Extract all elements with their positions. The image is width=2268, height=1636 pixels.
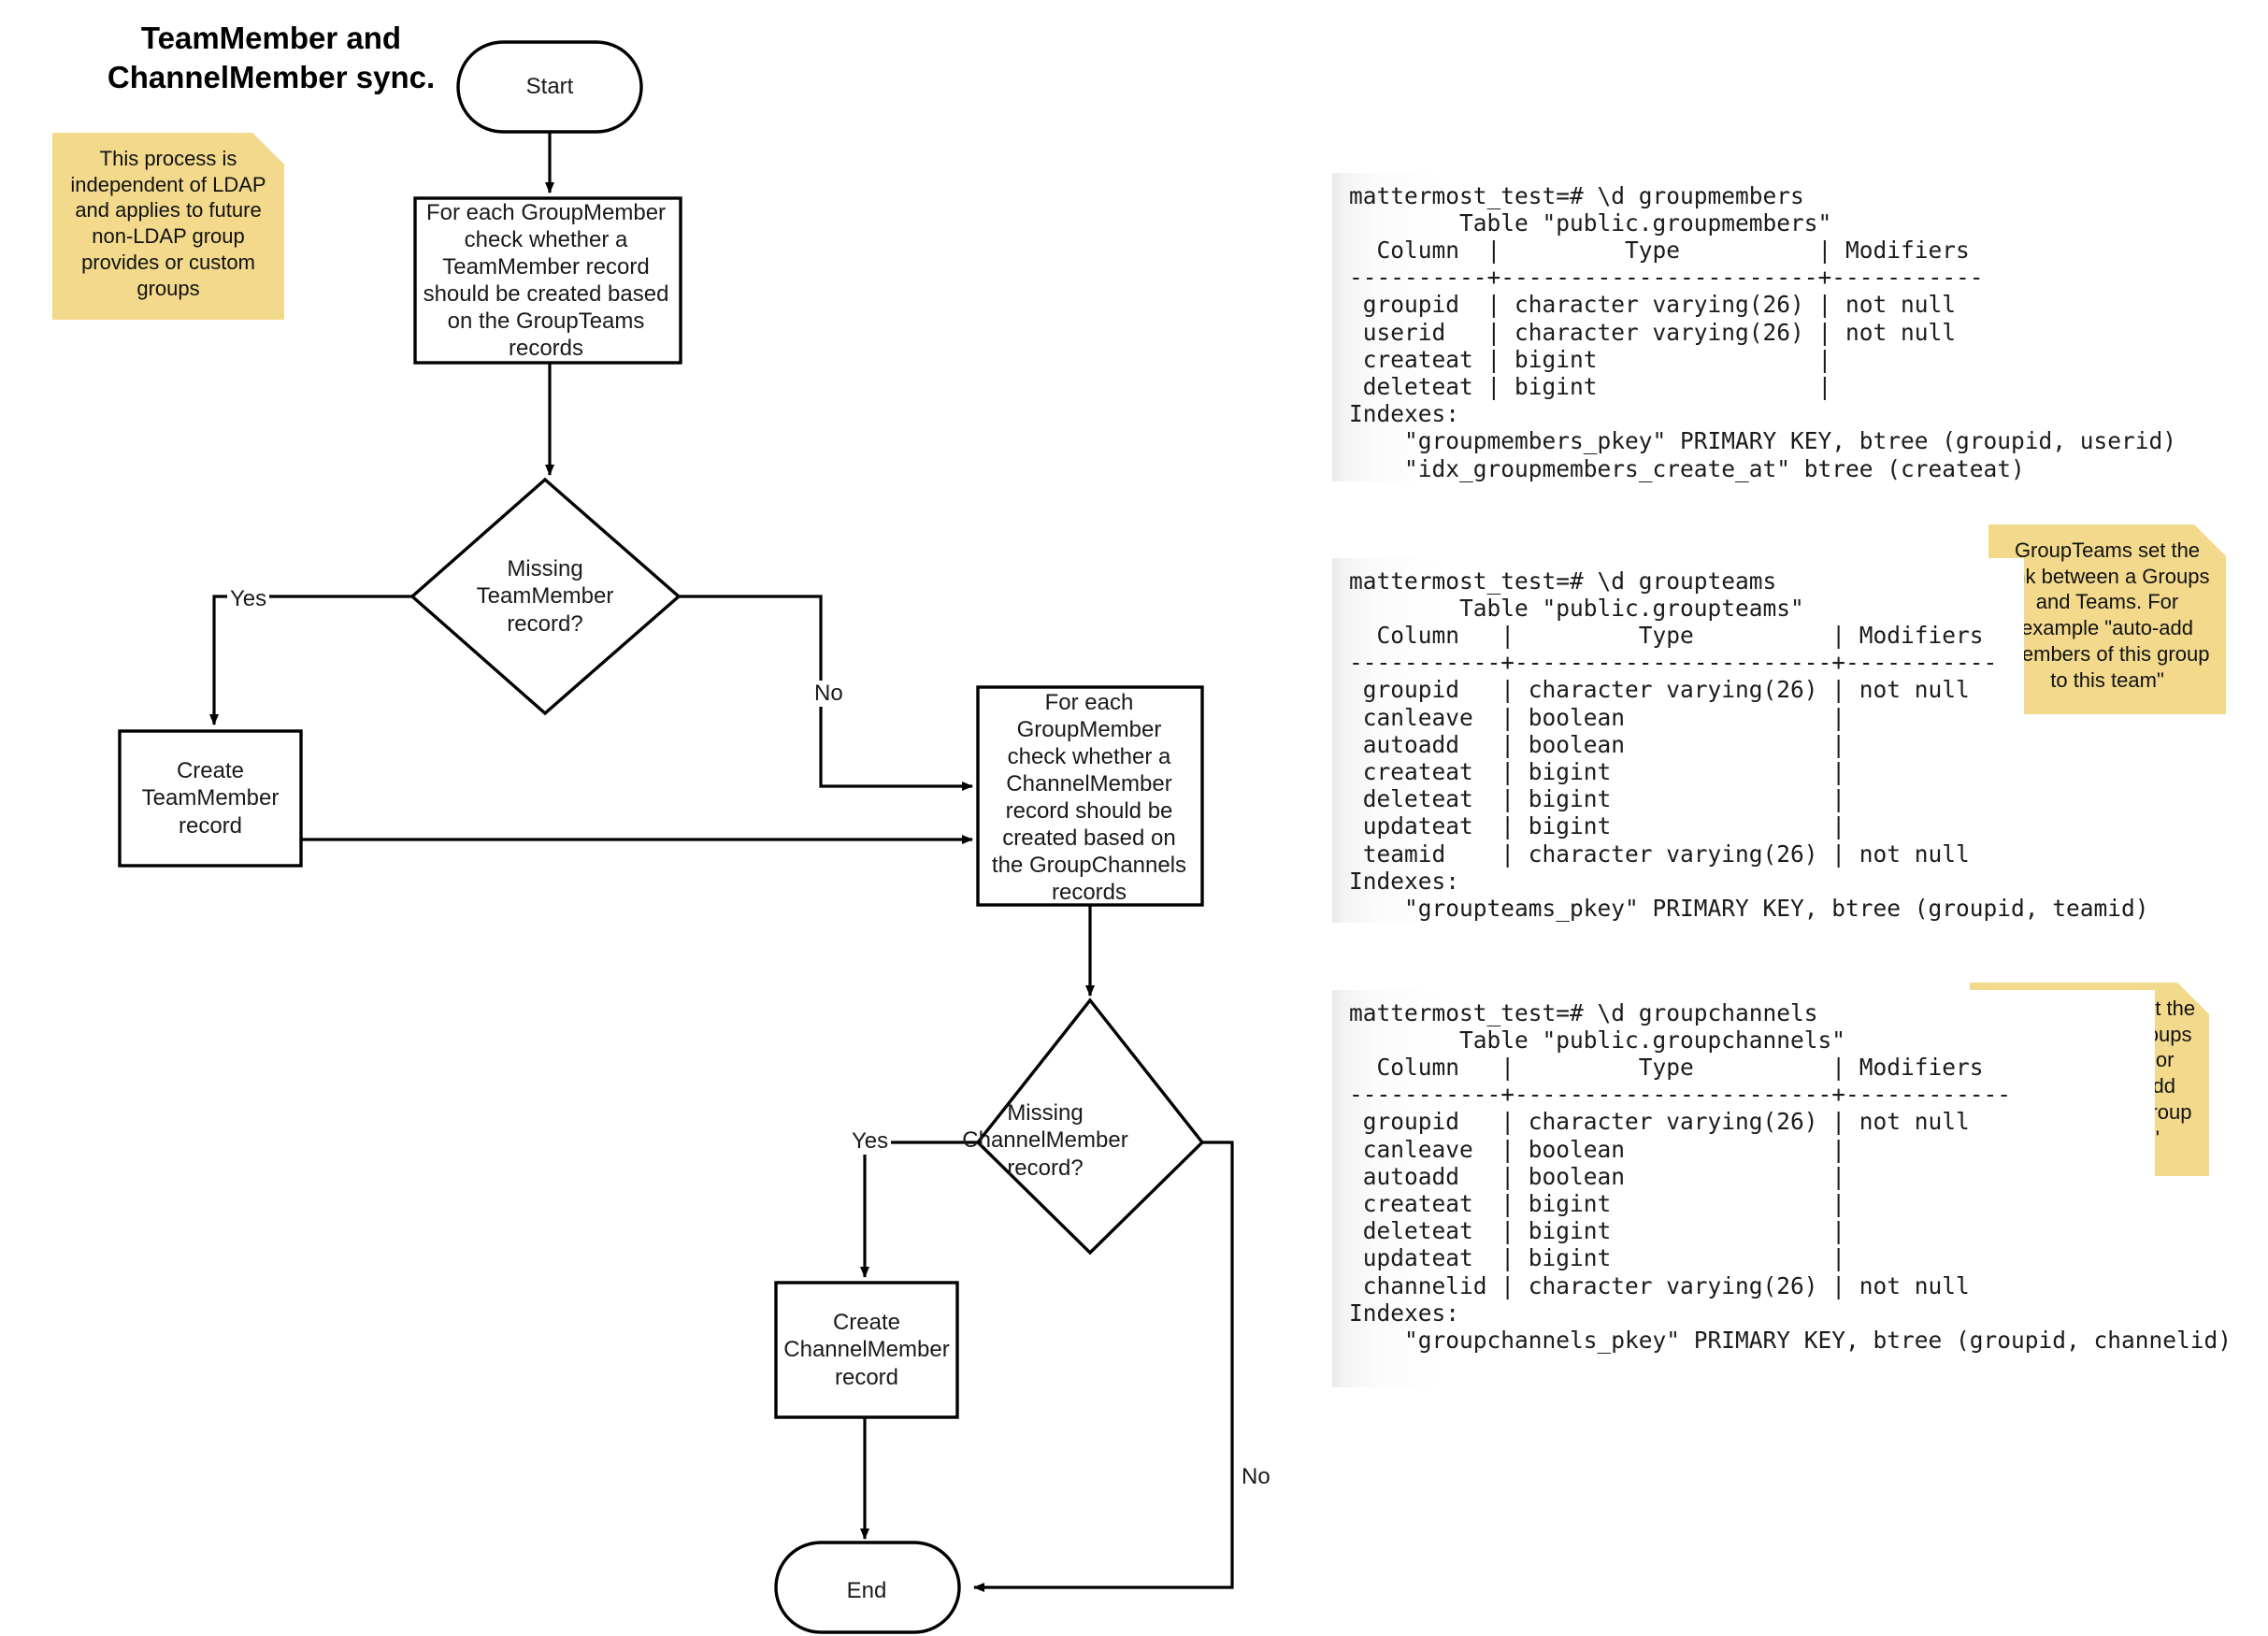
node-end	[774, 1541, 961, 1634]
page-title-line2: ChannelMember sync.	[107, 60, 436, 95]
terminal-output-groupmembers: mattermost_test=# \d groupmembers Table …	[1332, 172, 2176, 482]
node-start	[456, 40, 643, 134]
node-create-teammember	[118, 729, 303, 868]
page-title-line1: TeamMember and	[140, 21, 402, 55]
node-process-teammember	[413, 196, 682, 365]
node-create-channelmember	[774, 1281, 959, 1419]
terminal-output-groupteams: mattermost_test=# \d groupteams Table "p…	[1332, 557, 2149, 923]
sticky-note-groupteams: GroupTeams set the link between a Groups…	[1988, 524, 2226, 714]
terminal-output-groupchannels: mattermost_test=# \d groupchannels Table…	[1332, 989, 2232, 1387]
node-decision-channelmember	[975, 997, 1205, 1256]
edge-label-no-channelmember: No	[1239, 1464, 1273, 1490]
node-process-channelmember	[976, 685, 1204, 907]
sticky-note-ldap: This process is independent of LDAP and …	[52, 133, 284, 320]
edge-label-yes-teammember: Yes	[227, 586, 270, 612]
sticky-note-groupteams-text: GroupTeams set the link between a Groups…	[2004, 538, 2210, 692]
sticky-note-ldap-text: This process is independent of LDAP and …	[70, 147, 266, 300]
node-decision-teammember	[409, 477, 682, 716]
edge-label-yes-channelmember: Yes	[849, 1128, 892, 1155]
page-title: TeamMember and ChannelMember sync.	[75, 19, 467, 97]
edge-label-no-teammember: No	[811, 681, 846, 707]
